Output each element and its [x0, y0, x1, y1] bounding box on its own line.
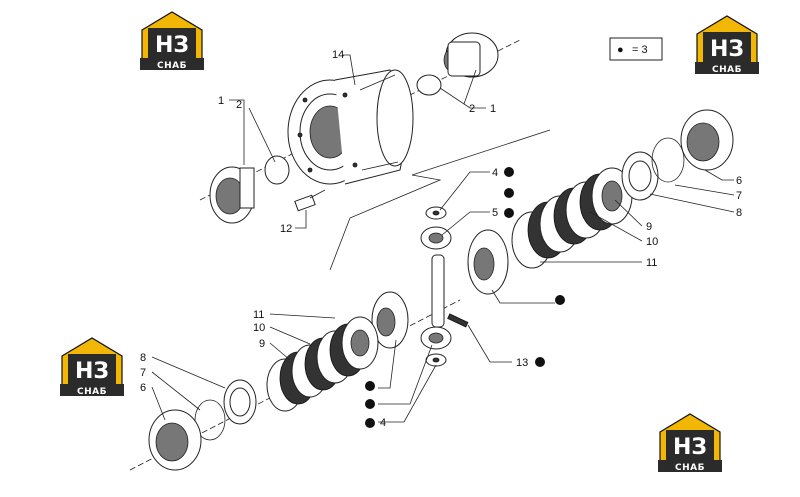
clutch-pack-left — [266, 316, 379, 412]
callout-13: 13 — [516, 357, 528, 369]
svg-text:●: ● — [617, 44, 624, 56]
callout-6-right: 6 — [736, 175, 742, 187]
shim-right — [621, 151, 659, 201]
shim-left — [223, 379, 257, 425]
side-gear-left — [371, 291, 409, 349]
callout-14: 14 — [332, 49, 344, 61]
pinion-gear-lower — [420, 326, 452, 350]
callout-7-left: 7 — [140, 367, 146, 379]
bolt — [294, 189, 326, 212]
callout-11-right: 11 — [646, 257, 657, 269]
callout-5: 5 — [492, 207, 498, 219]
brand-logo-top-right: НЗ СНАБ — [695, 15, 759, 75]
callout-2-left: 2 — [236, 99, 242, 111]
svg-text:СНАБ: СНАБ — [157, 61, 187, 71]
bearing-left — [209, 155, 290, 224]
leader-lines — [151, 54, 735, 423]
callout-8-right: 8 — [736, 207, 742, 219]
callout-7-right: 7 — [736, 190, 742, 202]
seal-carrier-right — [680, 109, 734, 171]
callout-2-right: 2 — [469, 103, 475, 115]
snap-ring-right — [651, 137, 685, 183]
pinion-gear-upper — [420, 226, 452, 250]
svg-text:НЗ: НЗ — [75, 359, 109, 384]
brand-logo-bottom-left: НЗ СНАБ — [60, 337, 124, 397]
svg-text:СНАБ: СНАБ — [712, 65, 742, 75]
callout-9-left: 9 — [259, 338, 265, 350]
svg-text:= 3: = 3 — [632, 44, 648, 56]
callout-1-left: 1 — [218, 95, 224, 107]
svg-text:СНАБ: СНАБ — [77, 387, 107, 397]
callout-4-top: 4 — [492, 167, 498, 179]
svg-text:НЗ: НЗ — [673, 435, 707, 460]
thrust-washer-upper — [425, 206, 447, 220]
side-gear-right — [467, 229, 509, 295]
callout-4-bottom: 4 — [380, 417, 386, 429]
svg-text:СНАБ: СНАБ — [675, 463, 705, 473]
svg-text:НЗ: НЗ — [710, 37, 744, 62]
callout-11-left: 11 — [253, 309, 264, 321]
thrust-washer-lower — [425, 353, 447, 367]
seal-carrier-left — [148, 409, 202, 471]
callout-9-right: 9 — [646, 221, 652, 233]
callout-12: 12 — [280, 223, 292, 235]
lock-pin — [447, 313, 469, 328]
brand-logo-top-left: НЗ СНАБ — [140, 11, 204, 71]
callout-8-left: 8 — [140, 352, 146, 364]
quantity-markers — [365, 167, 565, 428]
differential-housing — [287, 69, 414, 185]
callout-10-left: 10 — [253, 322, 265, 334]
svg-text:НЗ: НЗ — [155, 33, 189, 58]
clutch-pack-right — [511, 167, 633, 269]
callout-10-right: 10 — [646, 236, 658, 248]
callout-labels: 14 1 2 2 1 12 4 5 6 7 8 9 10 11 11 10 9 … — [140, 49, 742, 429]
bearing-top-right — [416, 32, 499, 96]
brand-logo-bottom-right: НЗ СНАБ — [658, 413, 722, 473]
cross-shaft — [431, 254, 445, 328]
callout-6-left: 6 — [140, 382, 146, 394]
quantity-legend: ● = 3 — [609, 37, 663, 61]
callout-1-right: 1 — [490, 103, 496, 115]
